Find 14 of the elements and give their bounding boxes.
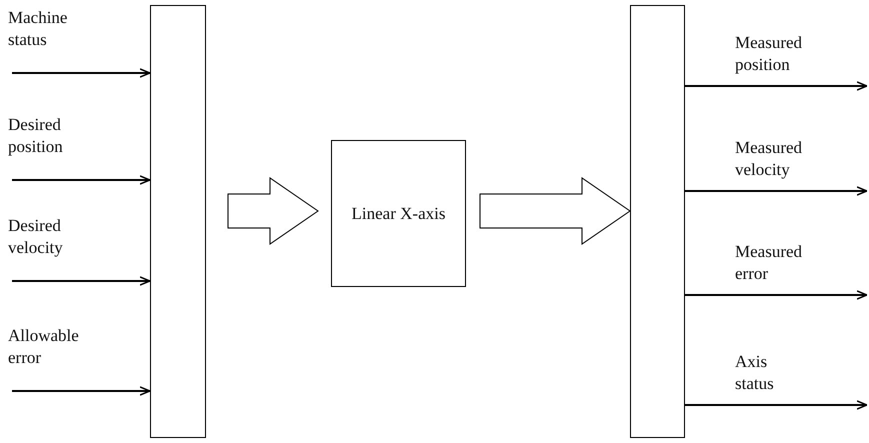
arrow xyxy=(12,68,151,78)
block-arrow xyxy=(228,177,319,245)
arrow xyxy=(12,386,151,396)
arrow xyxy=(12,276,151,286)
arrow xyxy=(685,186,868,196)
box-label: Linear X-axis xyxy=(352,204,446,224)
arrow xyxy=(685,290,868,300)
arrow xyxy=(685,400,868,410)
arrow xyxy=(685,81,868,91)
block-arrow xyxy=(480,177,631,245)
process-box xyxy=(331,140,466,287)
interface-bar xyxy=(630,5,685,438)
interface-bar xyxy=(150,5,206,438)
arrow xyxy=(12,175,151,185)
